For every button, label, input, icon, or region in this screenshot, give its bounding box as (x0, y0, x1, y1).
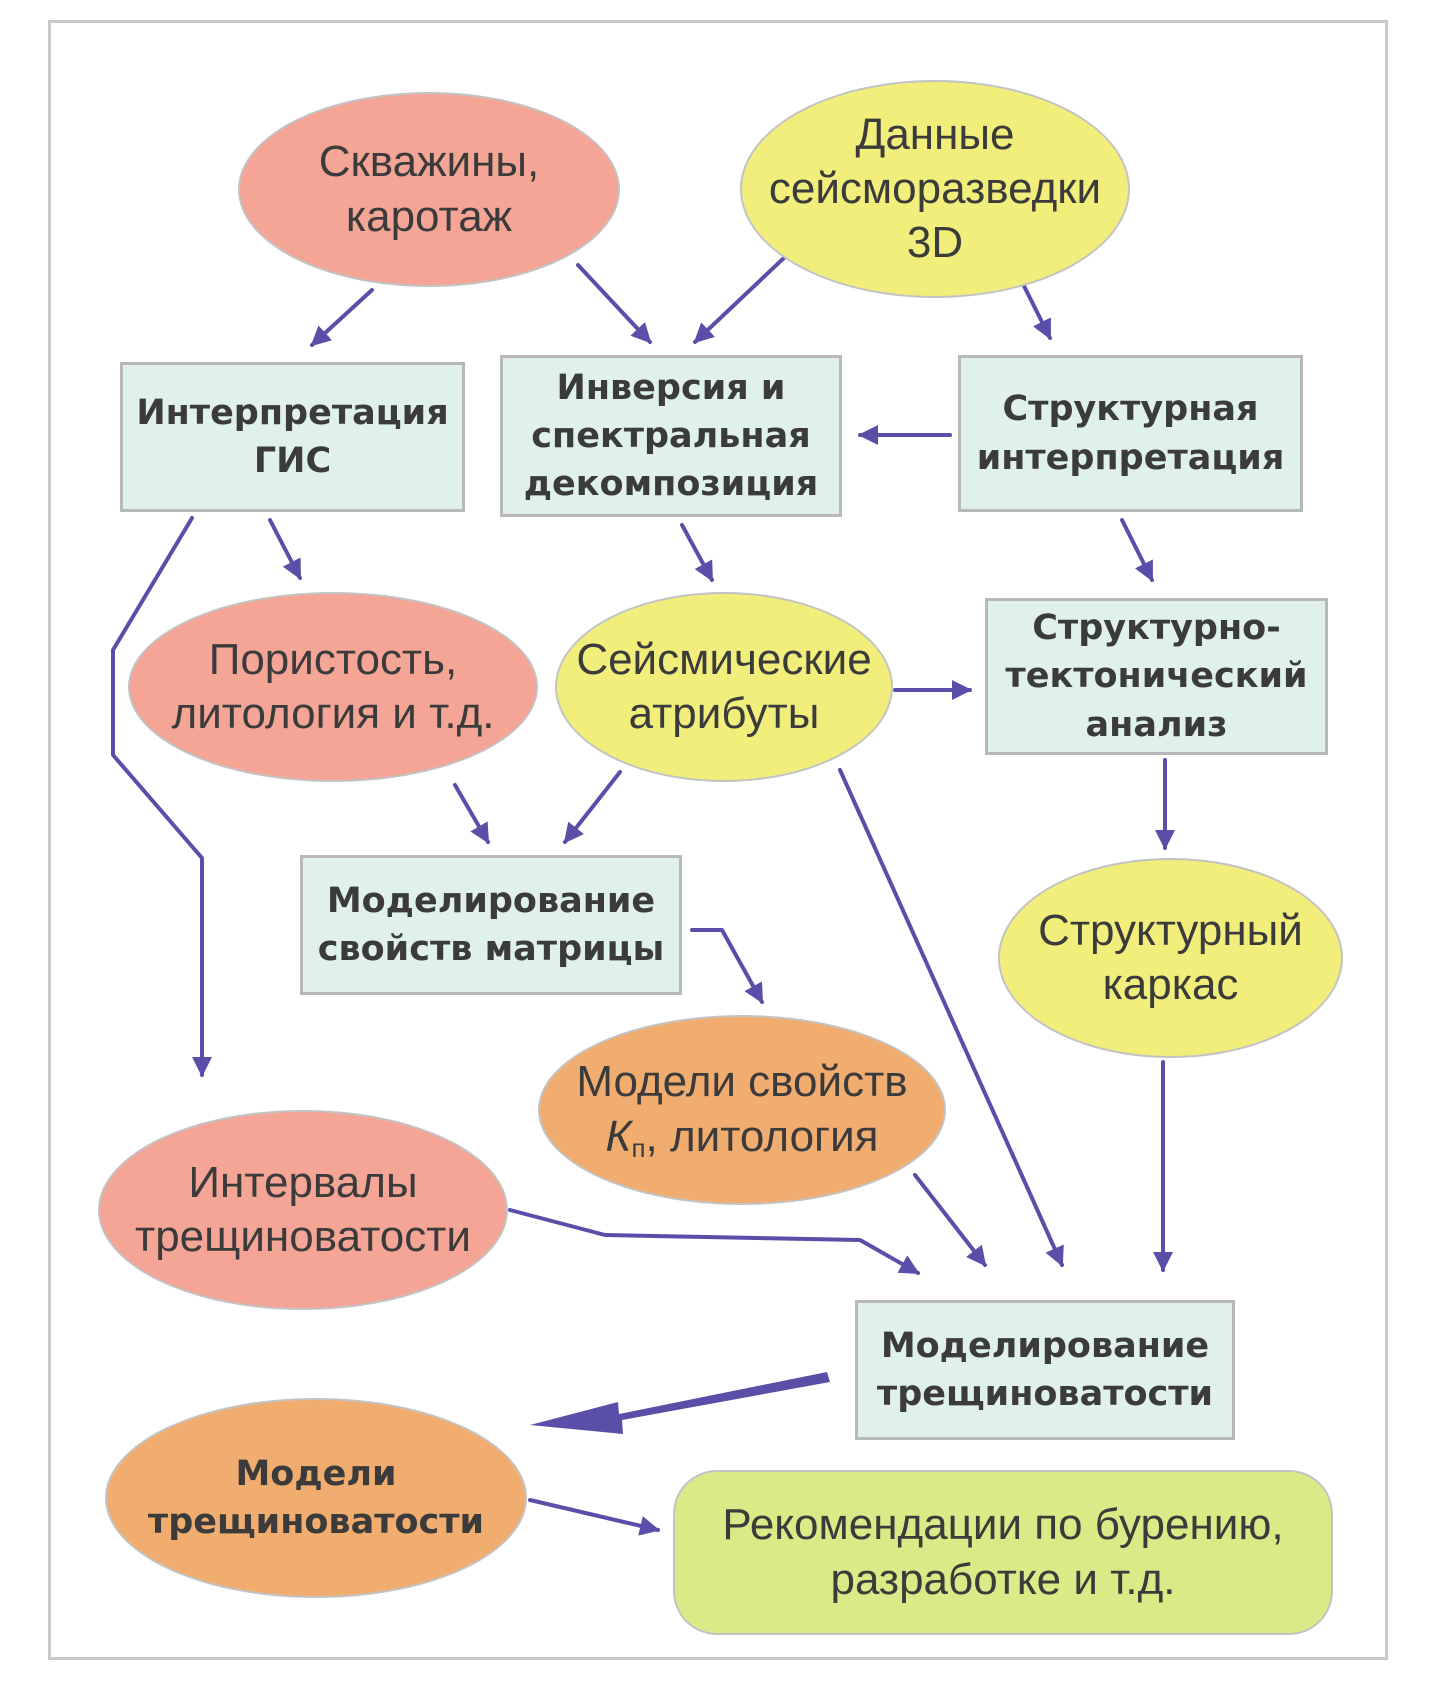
property-models-line-1: Модели свойств (576, 1057, 908, 1107)
arrow-attributes-to-fracture-modeling (838, 768, 1064, 1267)
node-seismic-data: Данные сейсморазведки 3D (740, 80, 1130, 298)
node-fracture-models: Модели трещиноватости (105, 1398, 527, 1598)
arrow-structural-interp-to-tectonic (1120, 518, 1154, 582)
arrow-fracture-intervals-to-fracture-modeling (508, 1208, 920, 1275)
arrow-porosity-to-matrix-model (453, 783, 490, 844)
arrow-property-models-to-fracture-modeling (913, 1173, 987, 1267)
property-models-line-2: Кп, литология (606, 1110, 879, 1165)
node-wells: Скважины, каротаж (238, 92, 620, 287)
node-structural-interpretation: Структурная интерпретация (958, 355, 1303, 512)
property-models-line-2-rest: , литология (645, 1111, 879, 1161)
arrow-gis-to-porosity (268, 518, 302, 580)
node-fracture-modeling: Моделирование трещиноватости (855, 1300, 1235, 1440)
kp-symbol: К (605, 1111, 632, 1161)
node-tectonic-analysis: Структурно- тектонический анализ (985, 598, 1328, 755)
node-seismic-attributes: Сейсмические атрибуты (555, 592, 893, 782)
arrow-seismic-to-structural-interp (1018, 276, 1052, 340)
node-recommendations: Рекомендации по бурению, разработке и т.… (673, 1470, 1333, 1635)
node-property-models: Модели свойств Кп, литология (538, 1015, 946, 1205)
node-inversion-decomposition: Инверсия и спектральная декомпозиция (500, 355, 842, 517)
arrow-fracture-modeling-to-fracture-models (530, 1372, 830, 1434)
arrow-attributes-to-matrix-model (563, 770, 622, 844)
arrow-inversion-to-attributes (680, 523, 714, 582)
arrow-matrix-model-to-property-models (690, 928, 764, 1004)
node-matrix-property-modeling: Моделирование свойств матрицы (300, 855, 682, 995)
node-fracture-intervals: Интервалы трещиноватости (98, 1110, 508, 1310)
arrow-fracture-models-to-recommendations (528, 1498, 660, 1536)
node-structural-framework: Структурный каркас (998, 858, 1343, 1058)
node-gis-interpretation: Интерпретация ГИС (120, 362, 465, 512)
arrow-wells-to-inversion (576, 263, 652, 344)
kp-subscript: п (631, 1132, 646, 1163)
arrow-gis-to-fracture-intervals (111, 516, 212, 1077)
arrow-wells-to-gis (310, 288, 374, 347)
node-porosity-lithology: Пористость, литология и т.д. (128, 592, 538, 782)
